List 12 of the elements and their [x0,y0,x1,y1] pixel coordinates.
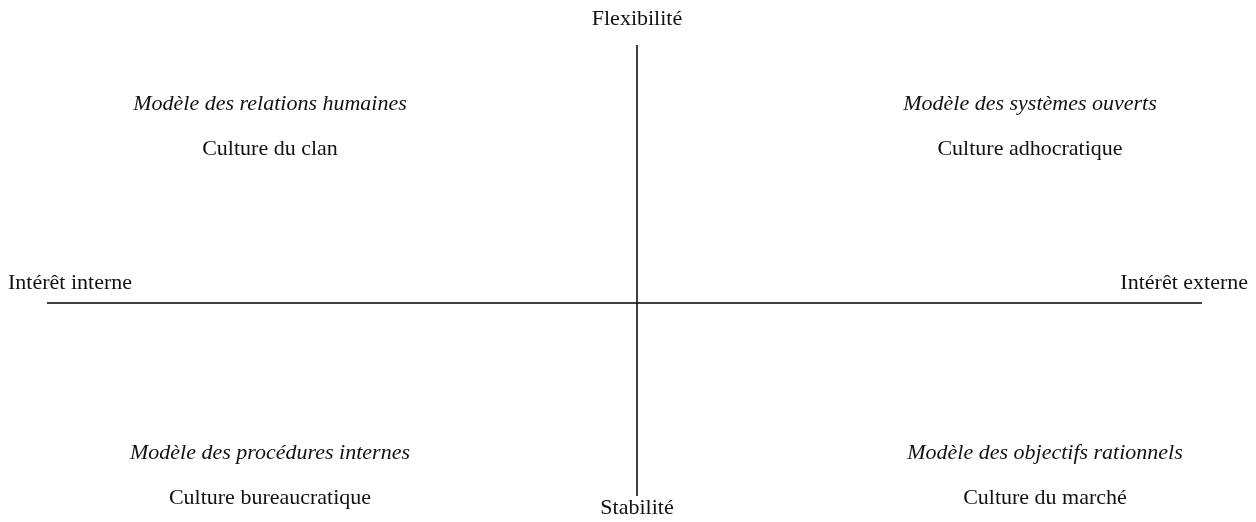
axis-label: Intérêt interne [8,269,132,295]
axis-label: Stabilité [600,494,674,520]
model-name: Modèle des relations humaines [133,90,407,116]
culture-name: Culture du clan [202,135,338,161]
model-name: Modèle des systèmes ouverts [903,90,1157,116]
culture-name: Culture bureaucratique [168,484,372,510]
axis-label: Intérêt externe [1120,269,1248,295]
axis-label: Flexibilité [591,5,683,31]
model-name: Modèle des procédures internes [130,439,410,465]
culture-name: Culture du marché [963,484,1127,510]
culture-name: Culture adhocratique [937,135,1123,161]
model-name: Modèle des objectifs rationnels [907,439,1183,465]
